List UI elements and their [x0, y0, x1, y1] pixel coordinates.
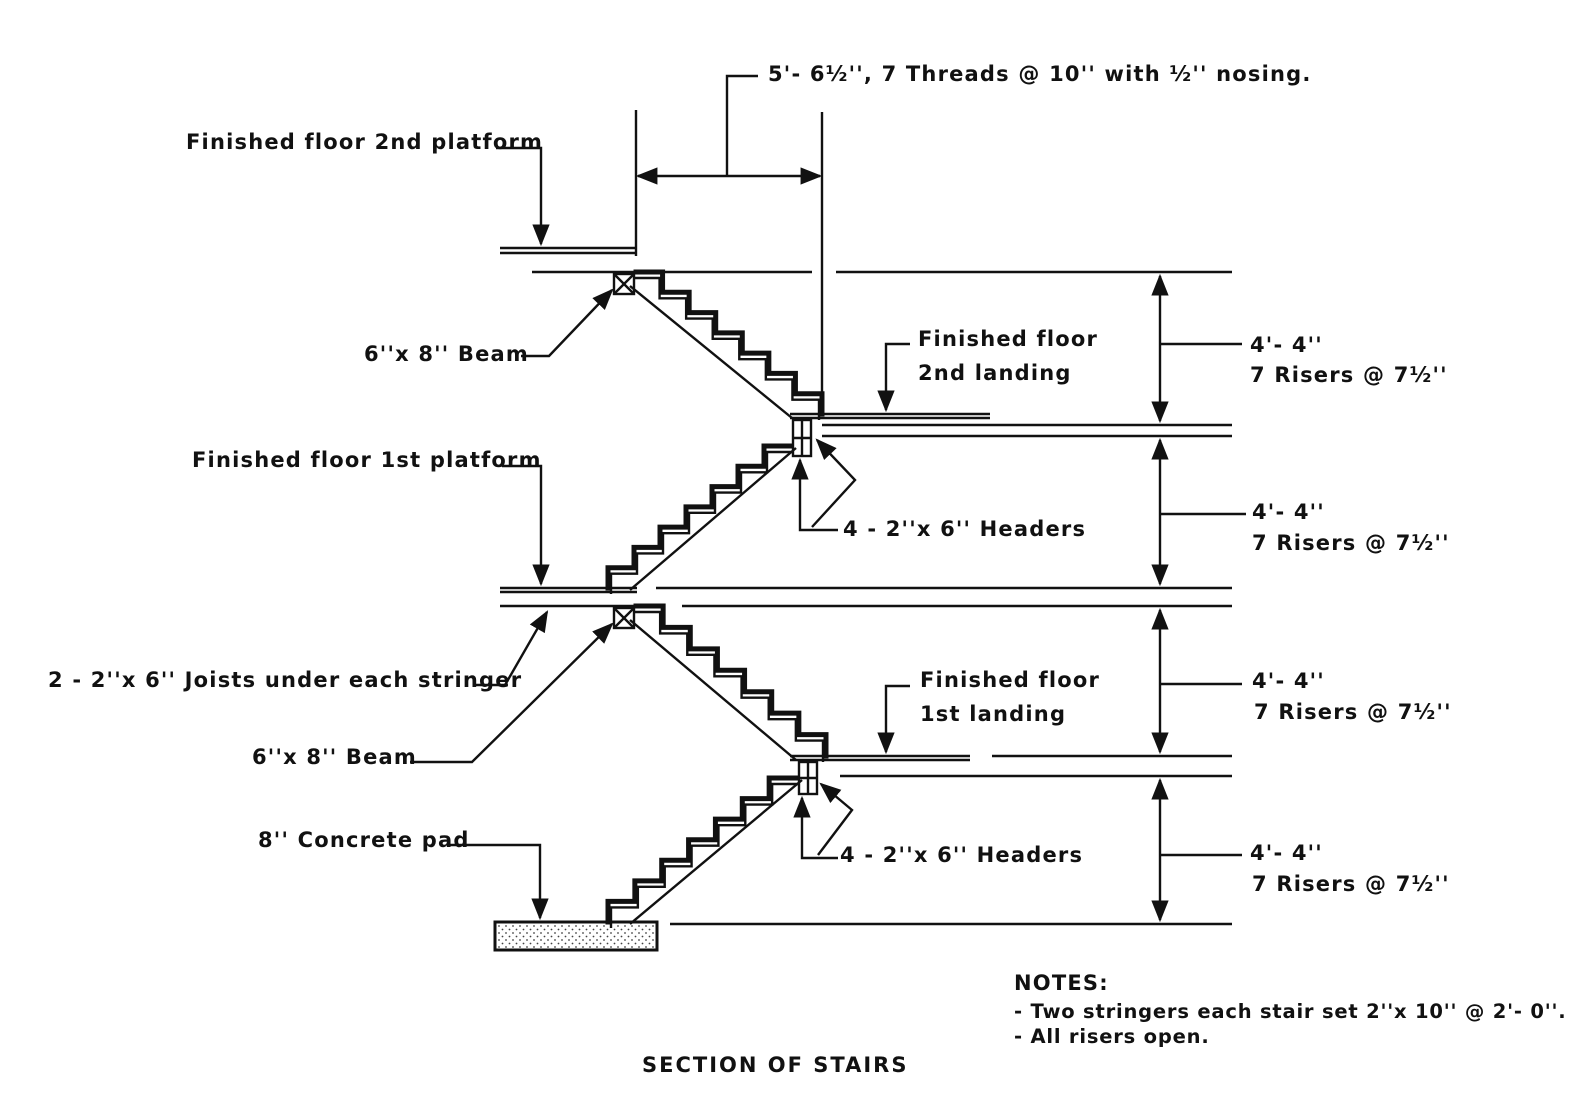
note-item-1: - Two stringers each stair set 2''x 10''…	[1014, 1000, 1566, 1023]
rise-4-risers: 7 Risers @ 7½''	[1252, 872, 1450, 896]
label-ff-2nd-landing-line2: 2nd landing	[918, 361, 1072, 385]
flight-3-stringer	[629, 447, 797, 591]
label-headers-lower: 4 - 2''x 6'' Headers	[840, 843, 1083, 867]
label-beam-upper: 6''x 8'' Beam	[364, 342, 529, 366]
label-ff-1st-platform: Finished floor 1st platform	[192, 448, 542, 472]
label-ff-2nd-landing-line1: Finished floor	[918, 327, 1098, 351]
notes-heading: NOTES:	[1014, 971, 1109, 995]
headers-lower	[797, 760, 819, 796]
rise-dimensions	[1151, 273, 1246, 923]
leader-ff-1st-platform	[502, 464, 550, 587]
leader-beam-lower	[410, 622, 614, 764]
flight-2-treads	[633, 603, 829, 759]
flight-2-tread-outline	[633, 610, 825, 762]
flight-4-top-tread-outline	[633, 276, 821, 420]
label-joists: 2 - 2''x 6'' Joists under each stringer	[48, 668, 522, 692]
flight-3	[605, 443, 797, 594]
rise-3-height: 4'- 4''	[1252, 669, 1325, 693]
concrete-pad	[493, 920, 659, 952]
label-headers-upper: 4 - 2''x 6'' Headers	[843, 517, 1086, 541]
rise-4-height: 4'- 4''	[1250, 841, 1323, 865]
headers-upper	[791, 418, 813, 458]
rise-3-risers: 7 Risers @ 7½''	[1254, 700, 1452, 724]
flight-1-bottom-tread-outline	[609, 782, 799, 928]
flight-1-bottom-stringer	[629, 779, 803, 925]
stair-flights	[605, 269, 829, 928]
flight-3-tread-outline	[609, 450, 793, 594]
beam-lower	[612, 606, 636, 630]
label-beam-lower: 6''x 8'' Beam	[252, 745, 417, 769]
flight-2-stringer	[629, 619, 797, 761]
rise-1-risers: 7 Risers @ 7½''	[1250, 363, 1448, 387]
leader-headers-upper-diagonal	[811, 438, 857, 528]
label-run-dimension: 5'- 6½'', 7 Threads @ 10'' with ½'' nosi…	[768, 62, 1312, 86]
rise-1-height: 4'- 4''	[1250, 333, 1323, 357]
label-concrete-pad: 8'' Concrete pad	[258, 828, 470, 852]
leader-ff-2nd-landing	[877, 342, 910, 413]
leader-joists	[476, 610, 549, 687]
leader-headers-upper-vertical	[791, 457, 838, 532]
flight-2	[629, 603, 829, 762]
note-item-2: - All risers open.	[1014, 1025, 1210, 1048]
leaders	[410, 146, 910, 921]
flight-4-top-stringer	[629, 285, 793, 419]
leader-headers-lower-diagonal	[817, 782, 854, 856]
label-ff-1st-landing-line1: Finished floor	[920, 668, 1100, 692]
rise-2-risers: 7 Risers @ 7½''	[1252, 531, 1450, 555]
run-leader	[725, 74, 758, 176]
flight-1-bottom	[605, 775, 803, 928]
leader-concrete-pad	[450, 843, 549, 921]
leader-ff-1st-landing	[877, 684, 910, 755]
leader-headers-lower-vertical	[793, 795, 838, 860]
rise-2-height: 4'- 4''	[1252, 500, 1325, 524]
run-dimension	[634, 74, 824, 400]
flight-4-top	[629, 269, 825, 420]
labels: 5'- 6½'', 7 Threads @ 10'' with ½'' nosi…	[48, 62, 1566, 1077]
label-ff-1st-landing-line2: 1st landing	[920, 702, 1066, 726]
leader-beam-upper	[521, 288, 614, 358]
diagram-title: SECTION OF STAIRS	[642, 1053, 908, 1077]
beam-upper	[612, 272, 636, 296]
label-ff-2nd-platform: Finished floor 2nd platform	[186, 130, 543, 154]
floor-lines	[500, 246, 1232, 926]
flight-3-treads	[605, 443, 793, 591]
leader-ff-2nd-platform	[496, 146, 550, 247]
flight-4-top-treads	[633, 269, 825, 417]
flight-1-bottom-treads	[605, 775, 799, 925]
